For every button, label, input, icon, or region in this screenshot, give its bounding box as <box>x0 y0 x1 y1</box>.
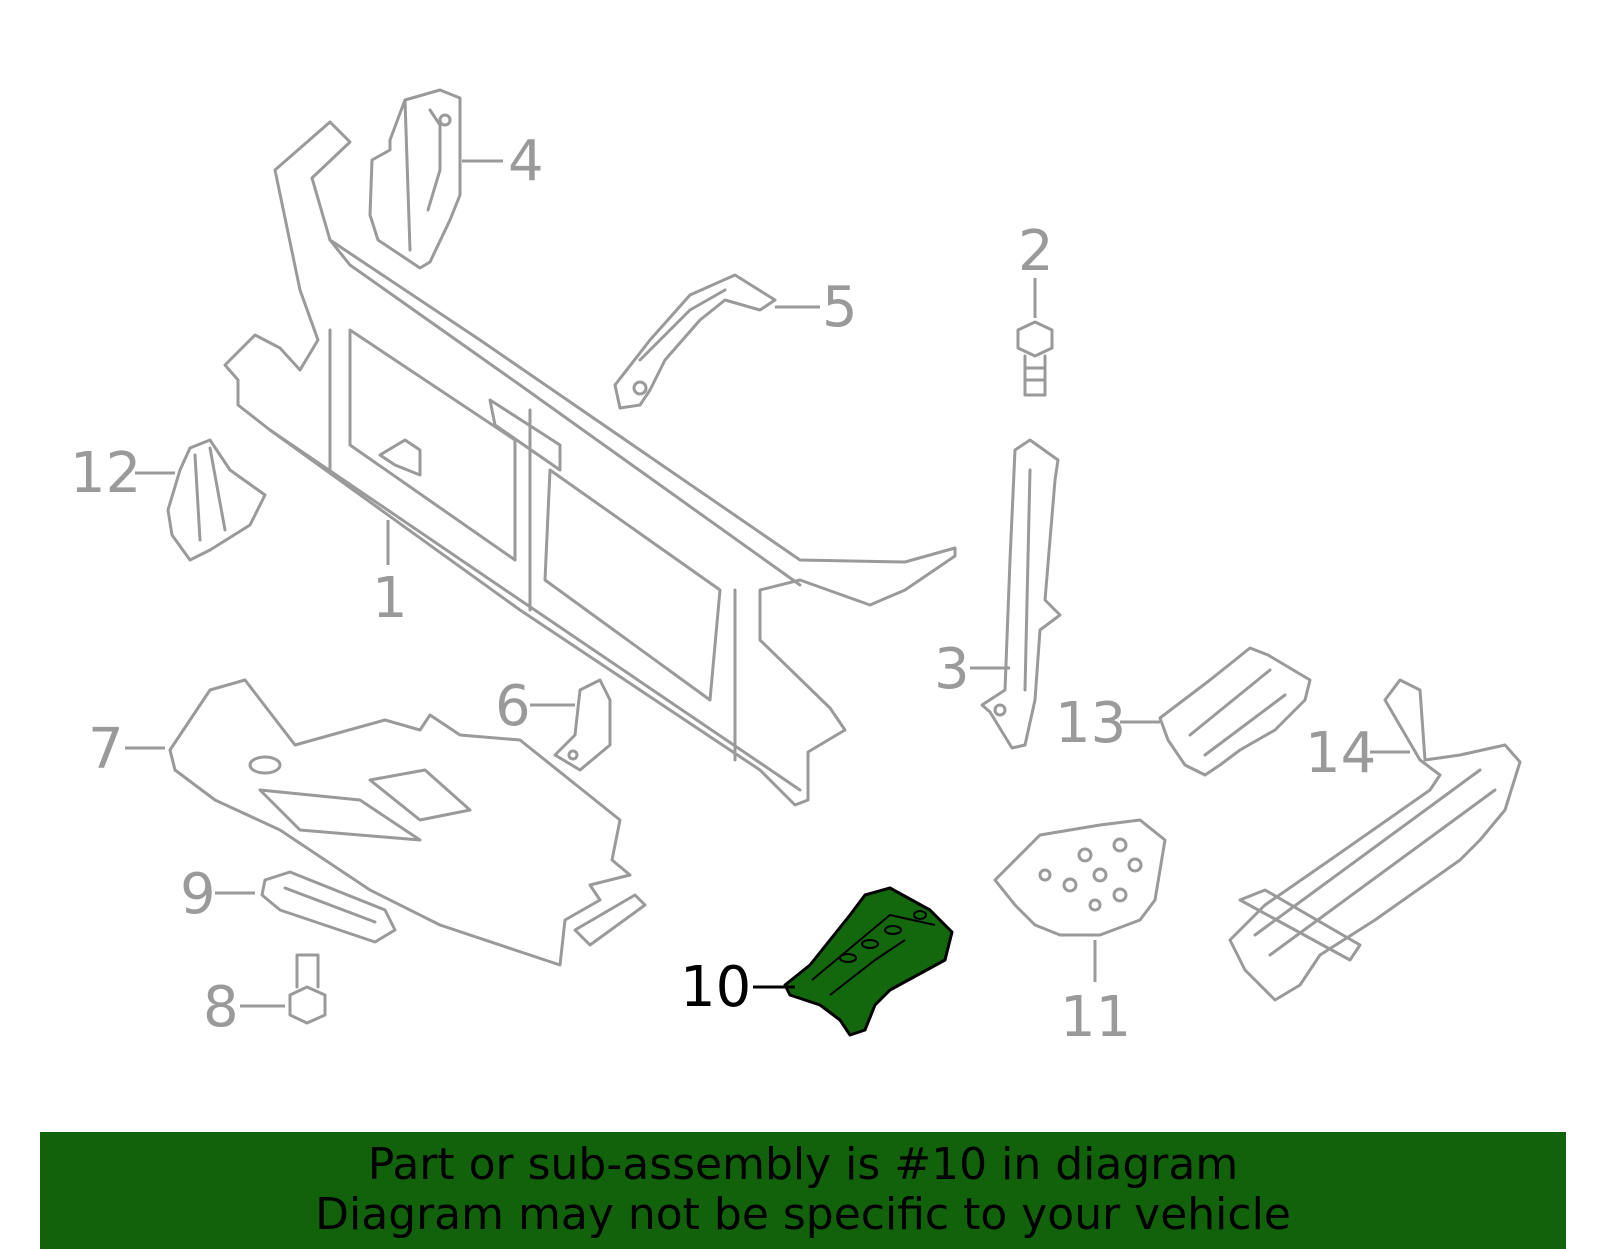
part-7-undercover <box>168 678 647 967</box>
callout-2: 2 <box>1018 219 1054 284</box>
part-1-radiator-support <box>223 120 957 807</box>
part-6-bracket <box>553 678 612 772</box>
callout-5: 5 <box>822 275 858 340</box>
callout-12: 12 <box>70 441 141 506</box>
part-14-rail <box>1228 678 1522 1002</box>
callout-10: 10 <box>680 955 751 1020</box>
callout-14: 14 <box>1305 721 1376 786</box>
callout-3: 3 <box>934 637 970 702</box>
callout-13: 13 <box>1055 691 1126 756</box>
callout-1: 1 <box>372 566 408 631</box>
banner-line-2: Diagram may not be specific to your vehi… <box>315 1189 1291 1240</box>
part-13-plate <box>1158 646 1312 777</box>
part-10-highlighted <box>783 886 954 1037</box>
callout-4: 4 <box>508 129 544 194</box>
part-2-bolt <box>1016 320 1054 397</box>
part-9-gasket <box>260 870 397 944</box>
part-8-bolt <box>288 953 327 1025</box>
callout-6: 6 <box>495 674 531 739</box>
callout-7: 7 <box>88 717 124 782</box>
info-banner: Part or sub-assembly is #10 in diagram D… <box>40 1132 1566 1249</box>
callout-9: 9 <box>180 862 216 927</box>
part-3-side-member <box>980 438 1062 750</box>
callout-8: 8 <box>203 975 239 1040</box>
part-4-bracket <box>368 88 462 270</box>
banner-line-1: Part or sub-assembly is #10 in diagram <box>367 1139 1239 1190</box>
part-12-bracket <box>166 438 267 562</box>
part-5-bracket <box>613 273 777 410</box>
part-11-plate <box>993 818 1167 937</box>
callout-11: 11 <box>1060 985 1131 1050</box>
